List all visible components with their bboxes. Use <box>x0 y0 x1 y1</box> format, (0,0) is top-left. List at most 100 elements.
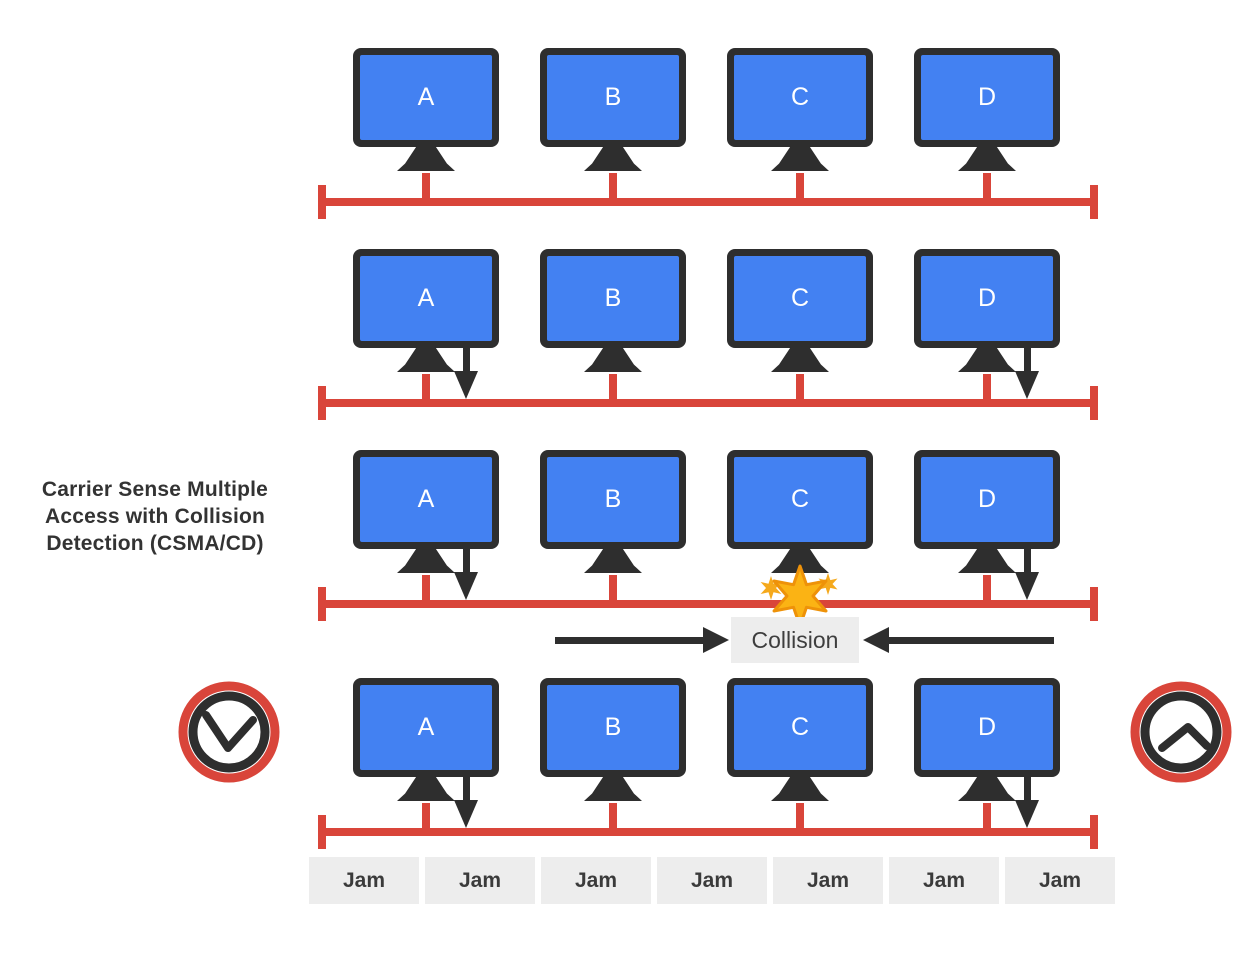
small-star-left <box>760 576 782 600</box>
bus-tap <box>796 173 804 198</box>
monitor-icon: D <box>914 678 1060 777</box>
network-row-3: A B C D <box>0 450 1251 632</box>
monitor-stand <box>584 146 642 171</box>
station-a: A <box>353 678 499 804</box>
jam-signal-row: Jam Jam Jam Jam Jam Jam Jam <box>309 857 1115 904</box>
bus-tap <box>422 575 430 600</box>
monitor-icon: A <box>353 249 499 348</box>
station-d: D <box>914 249 1060 375</box>
monitor-stand <box>958 347 1016 372</box>
monitor-icon: C <box>727 48 873 147</box>
transmit-arrow-d <box>1015 542 1039 600</box>
bus-tap <box>796 374 804 399</box>
monitor-stand <box>584 776 642 801</box>
monitor-icon: D <box>914 450 1060 549</box>
monitor-stand <box>397 548 455 573</box>
backoff-clock-left-icon <box>178 681 280 783</box>
monitor-icon: C <box>727 249 873 348</box>
bus-tap <box>796 803 804 828</box>
bus-tap <box>983 173 991 198</box>
station-label: D <box>921 457 1053 542</box>
monitor-stand <box>584 347 642 372</box>
jam-box: Jam <box>425 857 535 904</box>
monitor-icon: A <box>353 450 499 549</box>
station-label: B <box>547 685 679 770</box>
bus-tap <box>422 173 430 198</box>
bus-segment <box>318 815 1098 849</box>
station-label: C <box>734 685 866 770</box>
collision-arrowhead-right-pointing <box>703 627 729 653</box>
small-star-right <box>818 573 838 595</box>
jam-box: Jam <box>889 857 999 904</box>
monitor-icon: B <box>540 249 686 348</box>
station-a: A <box>353 450 499 576</box>
monitor-stand <box>771 347 829 372</box>
bus-tap <box>609 803 617 828</box>
monitor-icon: D <box>914 48 1060 147</box>
monitor-stand <box>771 146 829 171</box>
monitor-icon: C <box>727 450 873 549</box>
station-b: B <box>540 48 686 174</box>
monitor-stand <box>397 347 455 372</box>
bus-tap <box>422 374 430 399</box>
monitor-icon: A <box>353 678 499 777</box>
network-row-4: A B C D <box>0 678 1251 860</box>
bus-tap <box>609 575 617 600</box>
monitor-icon: B <box>540 48 686 147</box>
bus-segment <box>318 185 1098 219</box>
bus-segment <box>318 587 1098 621</box>
transmit-arrow-a <box>454 770 478 828</box>
network-row-2: A B C D <box>0 249 1251 431</box>
jam-box: Jam <box>541 857 651 904</box>
collision-arrow-left-line <box>555 637 703 644</box>
station-c: C <box>727 678 873 804</box>
monitor-stand <box>771 776 829 801</box>
jam-box: Jam <box>309 857 419 904</box>
station-d: D <box>914 450 1060 576</box>
bus-tap <box>422 803 430 828</box>
monitor-icon: B <box>540 450 686 549</box>
collision-label: Collision <box>731 617 859 663</box>
station-label: B <box>547 457 679 542</box>
station-a: A <box>353 48 499 174</box>
monitor-stand <box>958 146 1016 171</box>
bus-tap <box>609 173 617 198</box>
station-label: A <box>360 685 492 770</box>
station-c: C <box>727 249 873 375</box>
bus-tap <box>609 374 617 399</box>
collision-arrow-right-line <box>889 637 1054 644</box>
transmit-arrow-a <box>454 542 478 600</box>
station-label: A <box>360 55 492 140</box>
monitor-stand <box>584 548 642 573</box>
station-d: D <box>914 678 1060 804</box>
station-label: C <box>734 457 866 542</box>
station-b: B <box>540 678 686 804</box>
station-label: A <box>360 256 492 341</box>
monitor-stand <box>958 776 1016 801</box>
station-label: D <box>921 685 1053 770</box>
station-label: C <box>734 55 866 140</box>
station-b: B <box>540 249 686 375</box>
monitor-icon: C <box>727 678 873 777</box>
jam-box: Jam <box>1005 857 1115 904</box>
transmit-arrow-d <box>1015 341 1039 399</box>
collision-arrowhead-left-pointing <box>863 627 889 653</box>
station-d: D <box>914 48 1060 174</box>
station-b: B <box>540 450 686 576</box>
monitor-stand <box>397 146 455 171</box>
station-label: A <box>360 457 492 542</box>
monitor-stand <box>958 548 1016 573</box>
bus-tap <box>983 374 991 399</box>
station-label: D <box>921 55 1053 140</box>
station-label: B <box>547 55 679 140</box>
bus-tap <box>983 803 991 828</box>
station-a: A <box>353 249 499 375</box>
station-label: D <box>921 256 1053 341</box>
jam-box: Jam <box>773 857 883 904</box>
diagram-title: Carrier Sense Multiple Access with Colli… <box>41 478 269 555</box>
backoff-clock-right-icon <box>1130 681 1232 783</box>
monitor-stand <box>397 776 455 801</box>
monitor-icon: D <box>914 249 1060 348</box>
station-label: C <box>734 256 866 341</box>
